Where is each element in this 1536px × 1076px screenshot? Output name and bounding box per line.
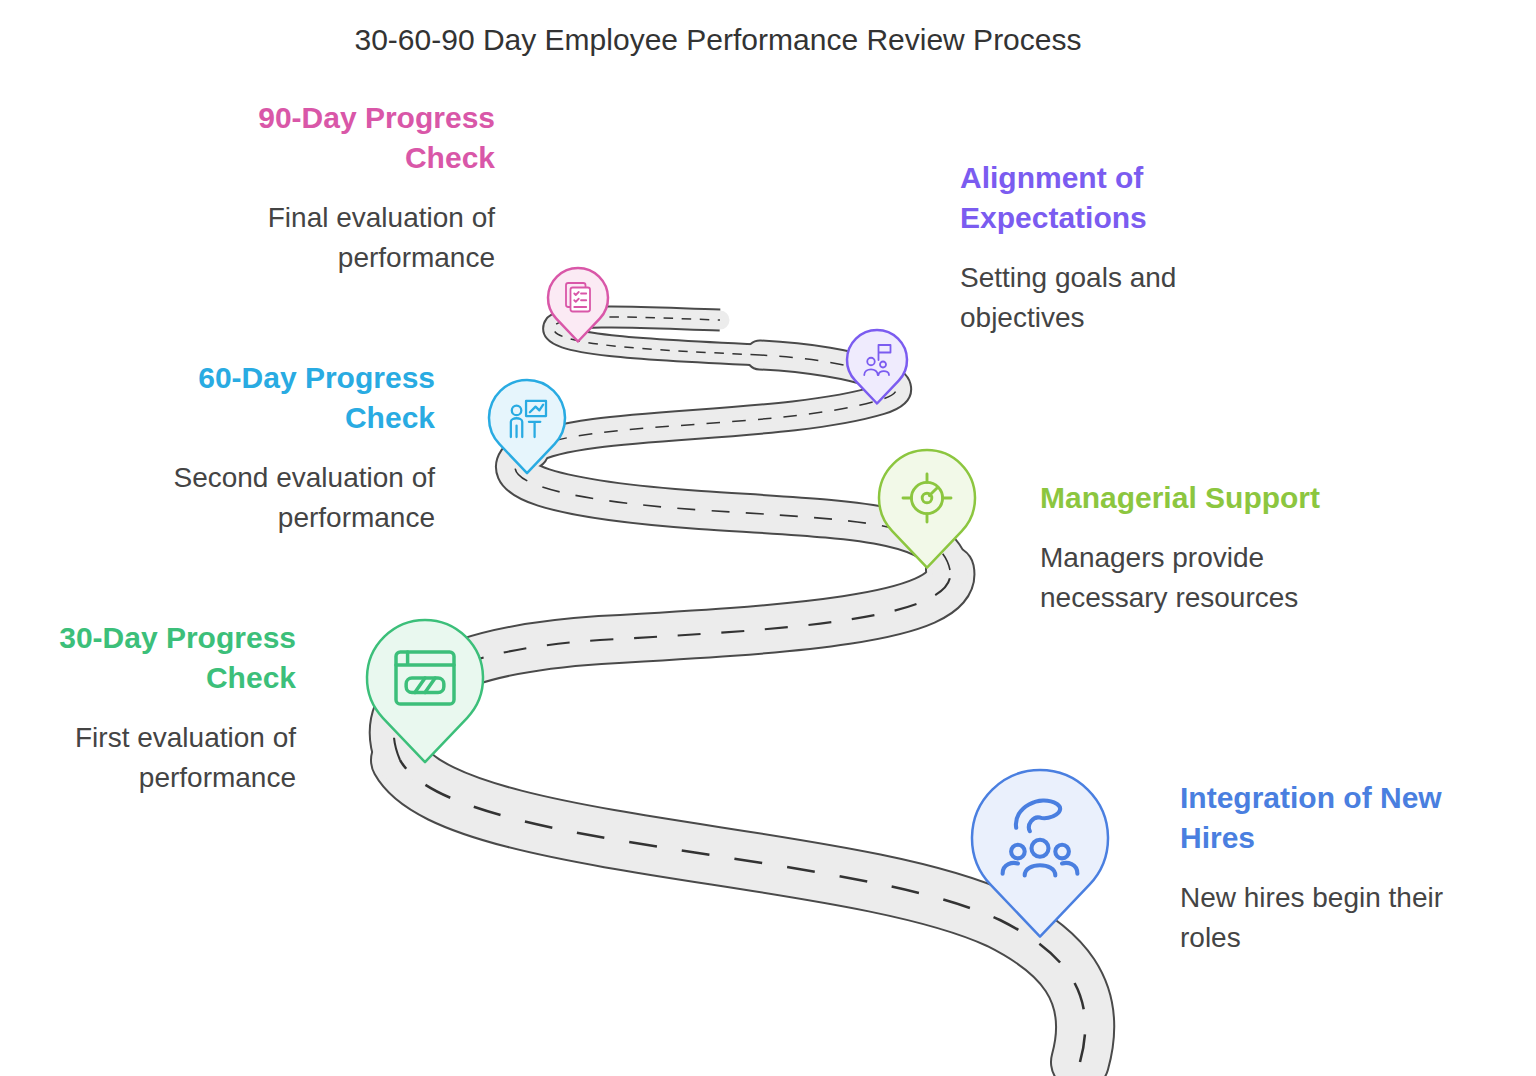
milestone-description: Managers provide necessary resources (1040, 538, 1380, 618)
milestone-text: 90-Day Progress CheckFinal evaluation of… (195, 98, 495, 278)
milestone-heading: 60-Day Progress Check (115, 358, 435, 438)
milestone-pin: 30-Day Progress CheckFirst evaluation of… (363, 616, 487, 766)
milestone-heading: Alignment of Expectations (960, 158, 1270, 238)
milestone-description: Setting goals and objectives (960, 258, 1270, 338)
diagram-title: 30-60-90 Day Employee Performance Review… (355, 20, 1082, 60)
milestone-description: New hires begin their roles (1180, 878, 1510, 958)
pin-marker (544, 264, 612, 346)
milestone-text: Integration of New HiresNew hires begin … (1180, 778, 1510, 958)
milestone-text: Alignment of ExpectationsSetting goals a… (960, 158, 1270, 338)
milestone-pin: 90-Day Progress CheckFinal evaluation of… (544, 264, 612, 346)
milestone-description: First evaluation of performance (6, 718, 296, 798)
pin-marker (843, 326, 911, 408)
pin-marker (485, 376, 569, 477)
milestone-pin: Integration of New HiresNew hires begin … (968, 766, 1112, 941)
pin-marker (968, 766, 1112, 941)
milestone-heading: Integration of New Hires (1180, 778, 1510, 858)
pin-marker (363, 616, 487, 766)
pin-marker (875, 446, 979, 572)
milestone-text: 60-Day Progress CheckSecond evaluation o… (115, 358, 435, 538)
milestone-description: Second evaluation of performance (115, 458, 435, 538)
milestone-heading: 90-Day Progress Check (195, 98, 495, 178)
milestone-description: Final evaluation of performance (195, 198, 495, 278)
milestone-text: 30-Day Progress CheckFirst evaluation of… (6, 618, 296, 798)
milestone-text: Managerial SupportManagers provide neces… (1040, 478, 1380, 618)
milestone-pin: 60-Day Progress CheckSecond evaluation o… (485, 376, 569, 477)
milestone-pin: Alignment of ExpectationsSetting goals a… (843, 326, 911, 408)
milestone-pin: Managerial SupportManagers provide neces… (875, 446, 979, 572)
milestone-heading: 30-Day Progress Check (6, 618, 296, 698)
milestone-heading: Managerial Support (1040, 478, 1380, 518)
